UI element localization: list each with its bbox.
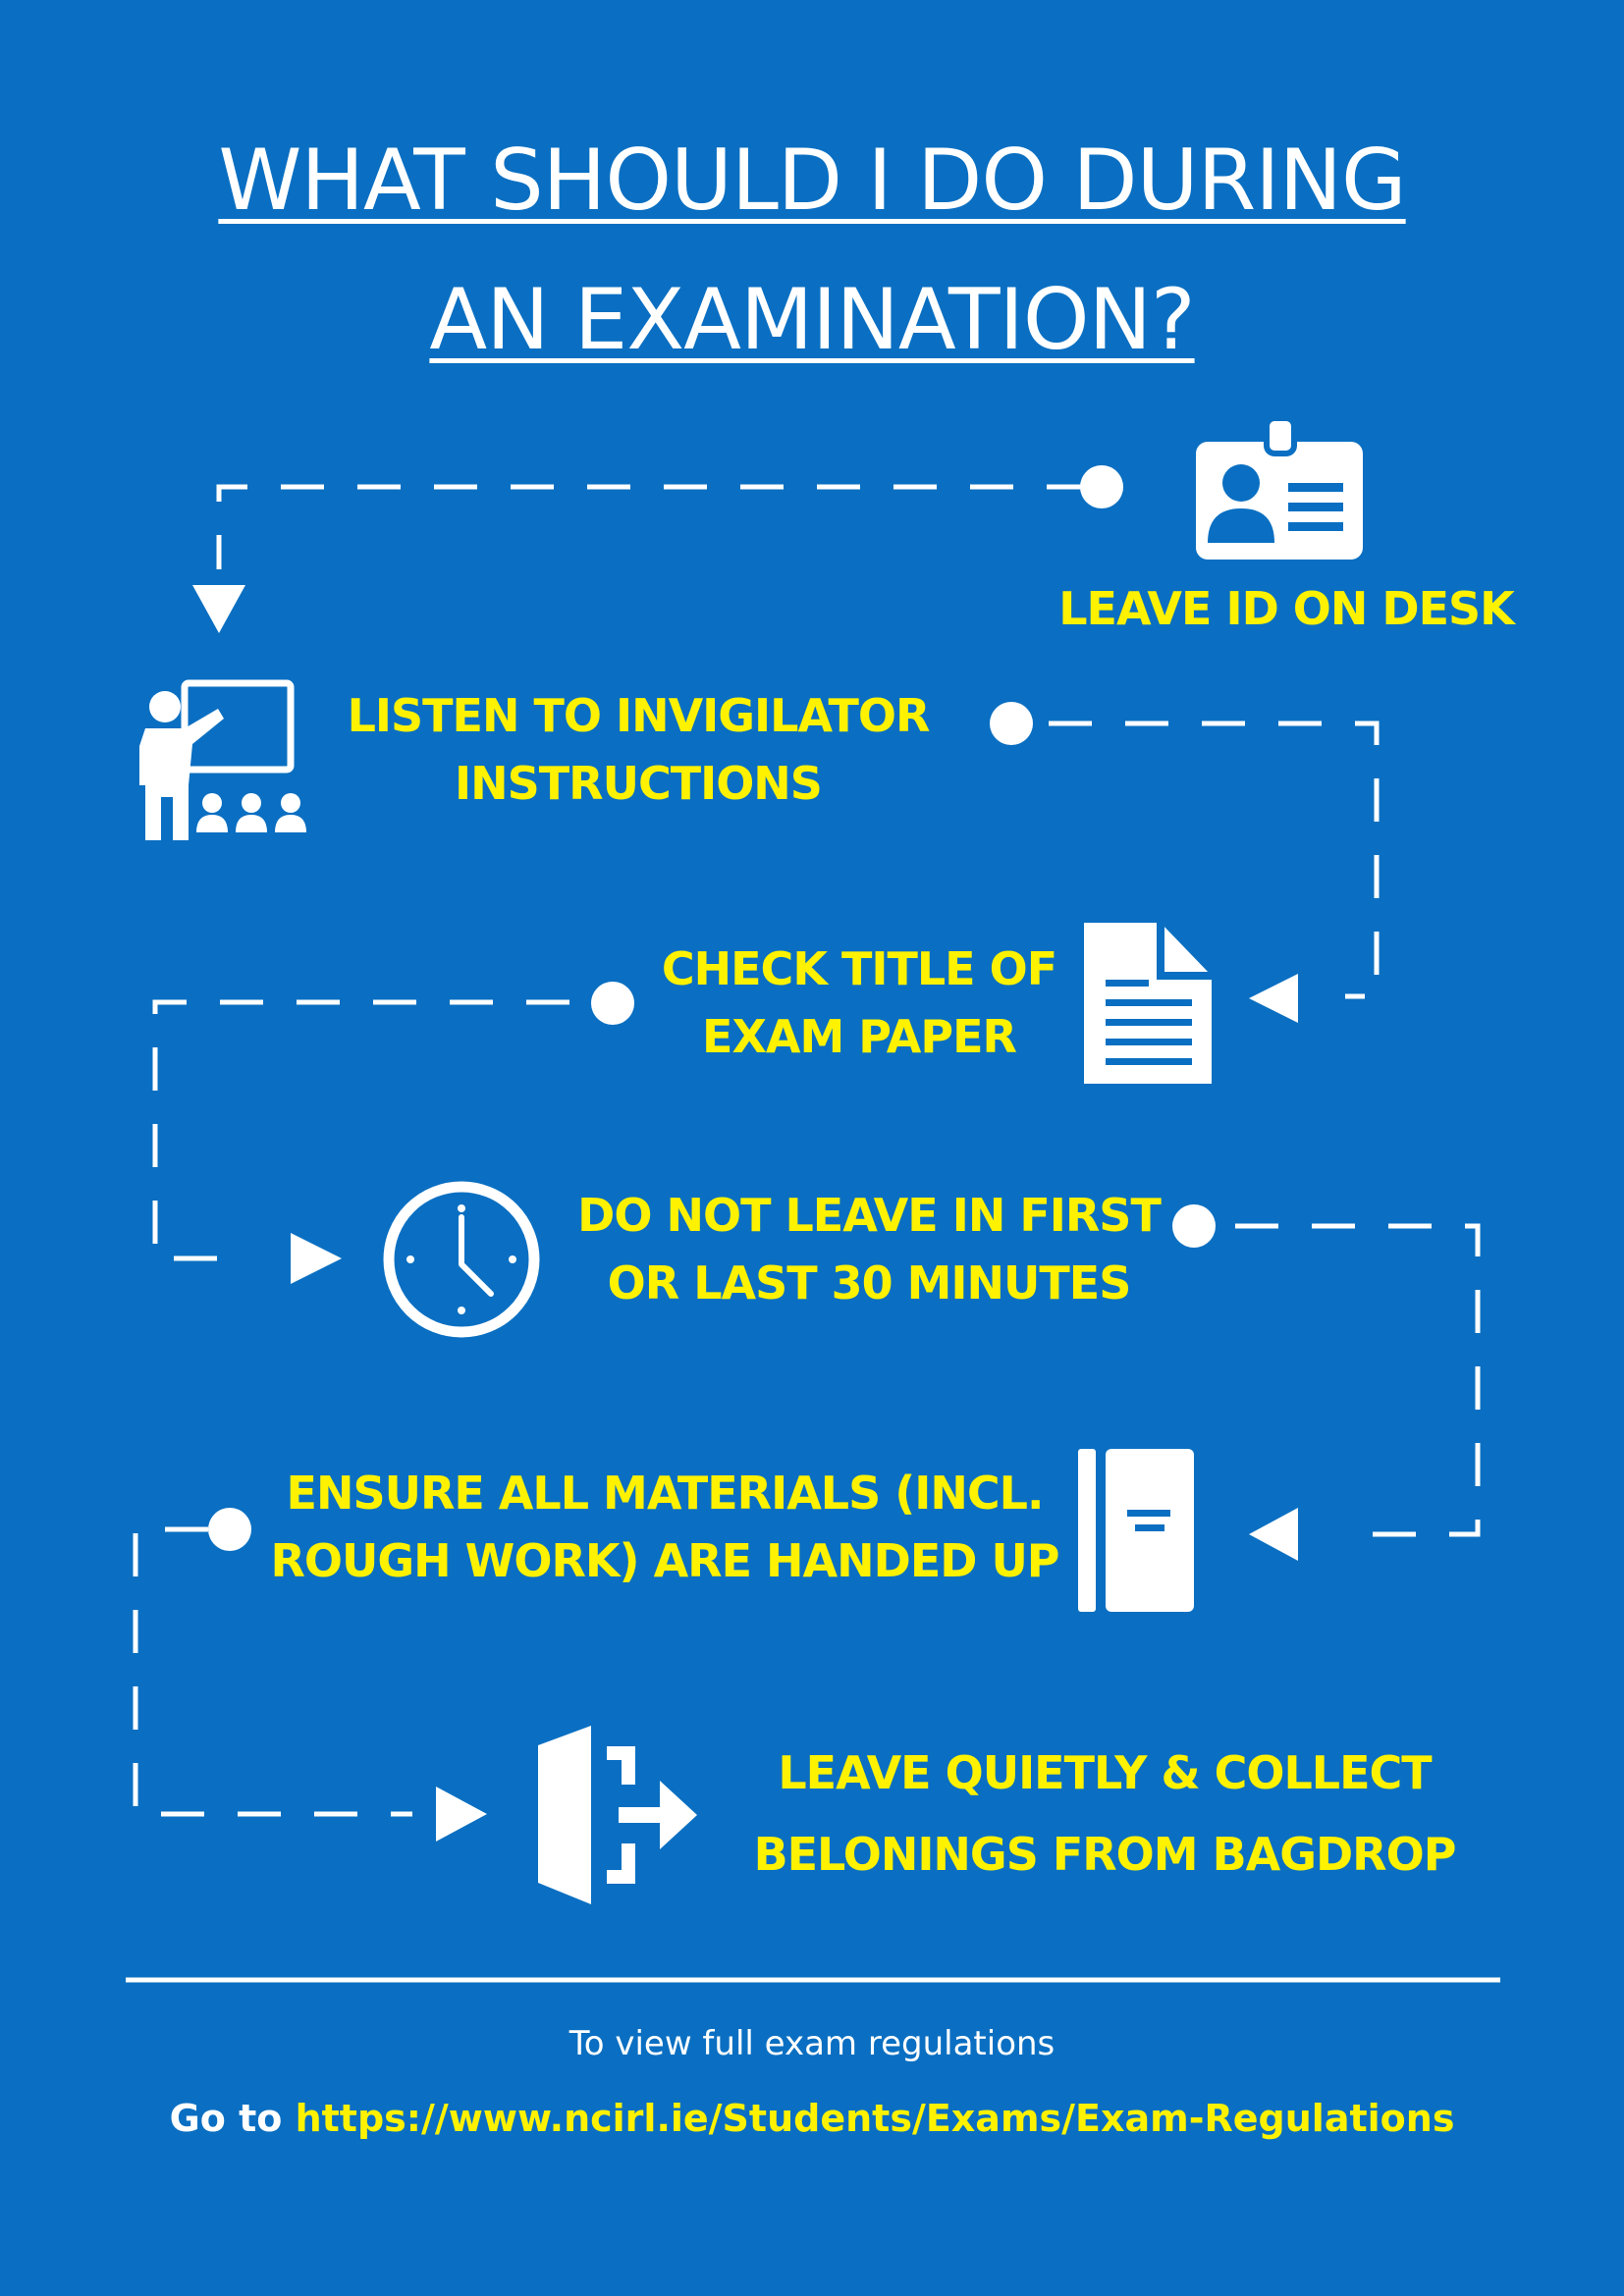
step-check-title-text: CHECK TITLE OF EXAM PAPER <box>638 935 1080 1071</box>
flow-arrow-right-icon <box>291 1233 342 1284</box>
step-text-line: DO NOT LEAVE IN FIRST <box>577 1189 1162 1242</box>
footer-link-line: Go to https://www.ncirl.ie/Students/Exam… <box>0 2097 1624 2140</box>
clock-icon <box>383 1181 540 1338</box>
flow-path-segment-3 <box>152 999 569 1261</box>
flow-start-dot <box>591 982 634 1025</box>
step-leave-quietly-text: LEAVE QUIETLY & COLLECT BELONINGS FROM B… <box>727 1733 1483 1896</box>
flow-start-dot <box>990 702 1033 745</box>
flow-arrow-left-icon <box>1249 1508 1298 1561</box>
step-text-line: INSTRUCTIONS <box>455 757 823 810</box>
exam-regulations-link[interactable]: https://www.ncirl.ie/Students/Exams/Exam… <box>295 2097 1455 2140</box>
step-text-line: ENSURE ALL MATERIALS (INCL. <box>286 1467 1045 1520</box>
flow-path-segment-1 <box>216 484 1090 569</box>
flow-path <box>133 484 1481 1817</box>
step-text-line: LEAVE ID ON DESK <box>1058 582 1515 635</box>
presentation-teacher-icon <box>139 679 306 840</box>
document-icon <box>1084 923 1212 1084</box>
step-text-line: EXAM PAPER <box>702 1010 1017 1063</box>
step-text-line: LISTEN TO INVIGILATOR <box>347 689 931 742</box>
step-listen-invigilator-text: LISTEN TO INVIGILATOR INSTRUCTIONS <box>324 682 952 818</box>
step-text-line: BELONINGS FROM BAGDROP <box>753 1827 1457 1881</box>
step-text-line: LEAVE QUIETLY & COLLECT <box>778 1746 1432 1799</box>
step-text-line: ROUGH WORK) ARE HANDED UP <box>270 1534 1059 1587</box>
step-leave-id-text: LEAVE ID ON DESK <box>1021 575 1551 643</box>
flow-start-dot <box>208 1508 251 1551</box>
step-do-not-leave-text: DO NOT LEAVE IN FIRST OR LAST 30 MINUTES <box>560 1182 1178 1317</box>
footer-note: To view full exam regulations <box>568 2024 1056 2063</box>
flow-arrow-left-icon <box>1249 974 1298 1023</box>
flow-path-segment-5 <box>133 1526 412 1817</box>
footer-link-prefix: Go to <box>169 2097 296 2140</box>
flow-arrow-right-icon <box>436 1787 487 1842</box>
flow-path-segment-2 <box>1049 721 1380 999</box>
step-ensure-materials-text: ENSURE ALL MATERIALS (INCL. ROUGH WORK) … <box>257 1460 1072 1595</box>
step-text-line: CHECK TITLE OF <box>661 942 1057 995</box>
page-title-line-1: WHAT SHOULD I DO DURING <box>218 132 1406 230</box>
flow-path-segment-4 <box>1235 1223 1481 1537</box>
id-badge-icon <box>1196 415 1363 560</box>
exit-door-icon <box>538 1726 697 1904</box>
notebook-icon <box>1078 1449 1194 1612</box>
flow-start-dot <box>1080 465 1123 508</box>
flow-start-dot <box>1172 1204 1216 1248</box>
flow-arrow-down-icon <box>192 585 245 633</box>
step-text-line: OR LAST 30 MINUTES <box>607 1256 1132 1309</box>
page-title-line-2: AN EXAMINATION? <box>429 271 1195 369</box>
